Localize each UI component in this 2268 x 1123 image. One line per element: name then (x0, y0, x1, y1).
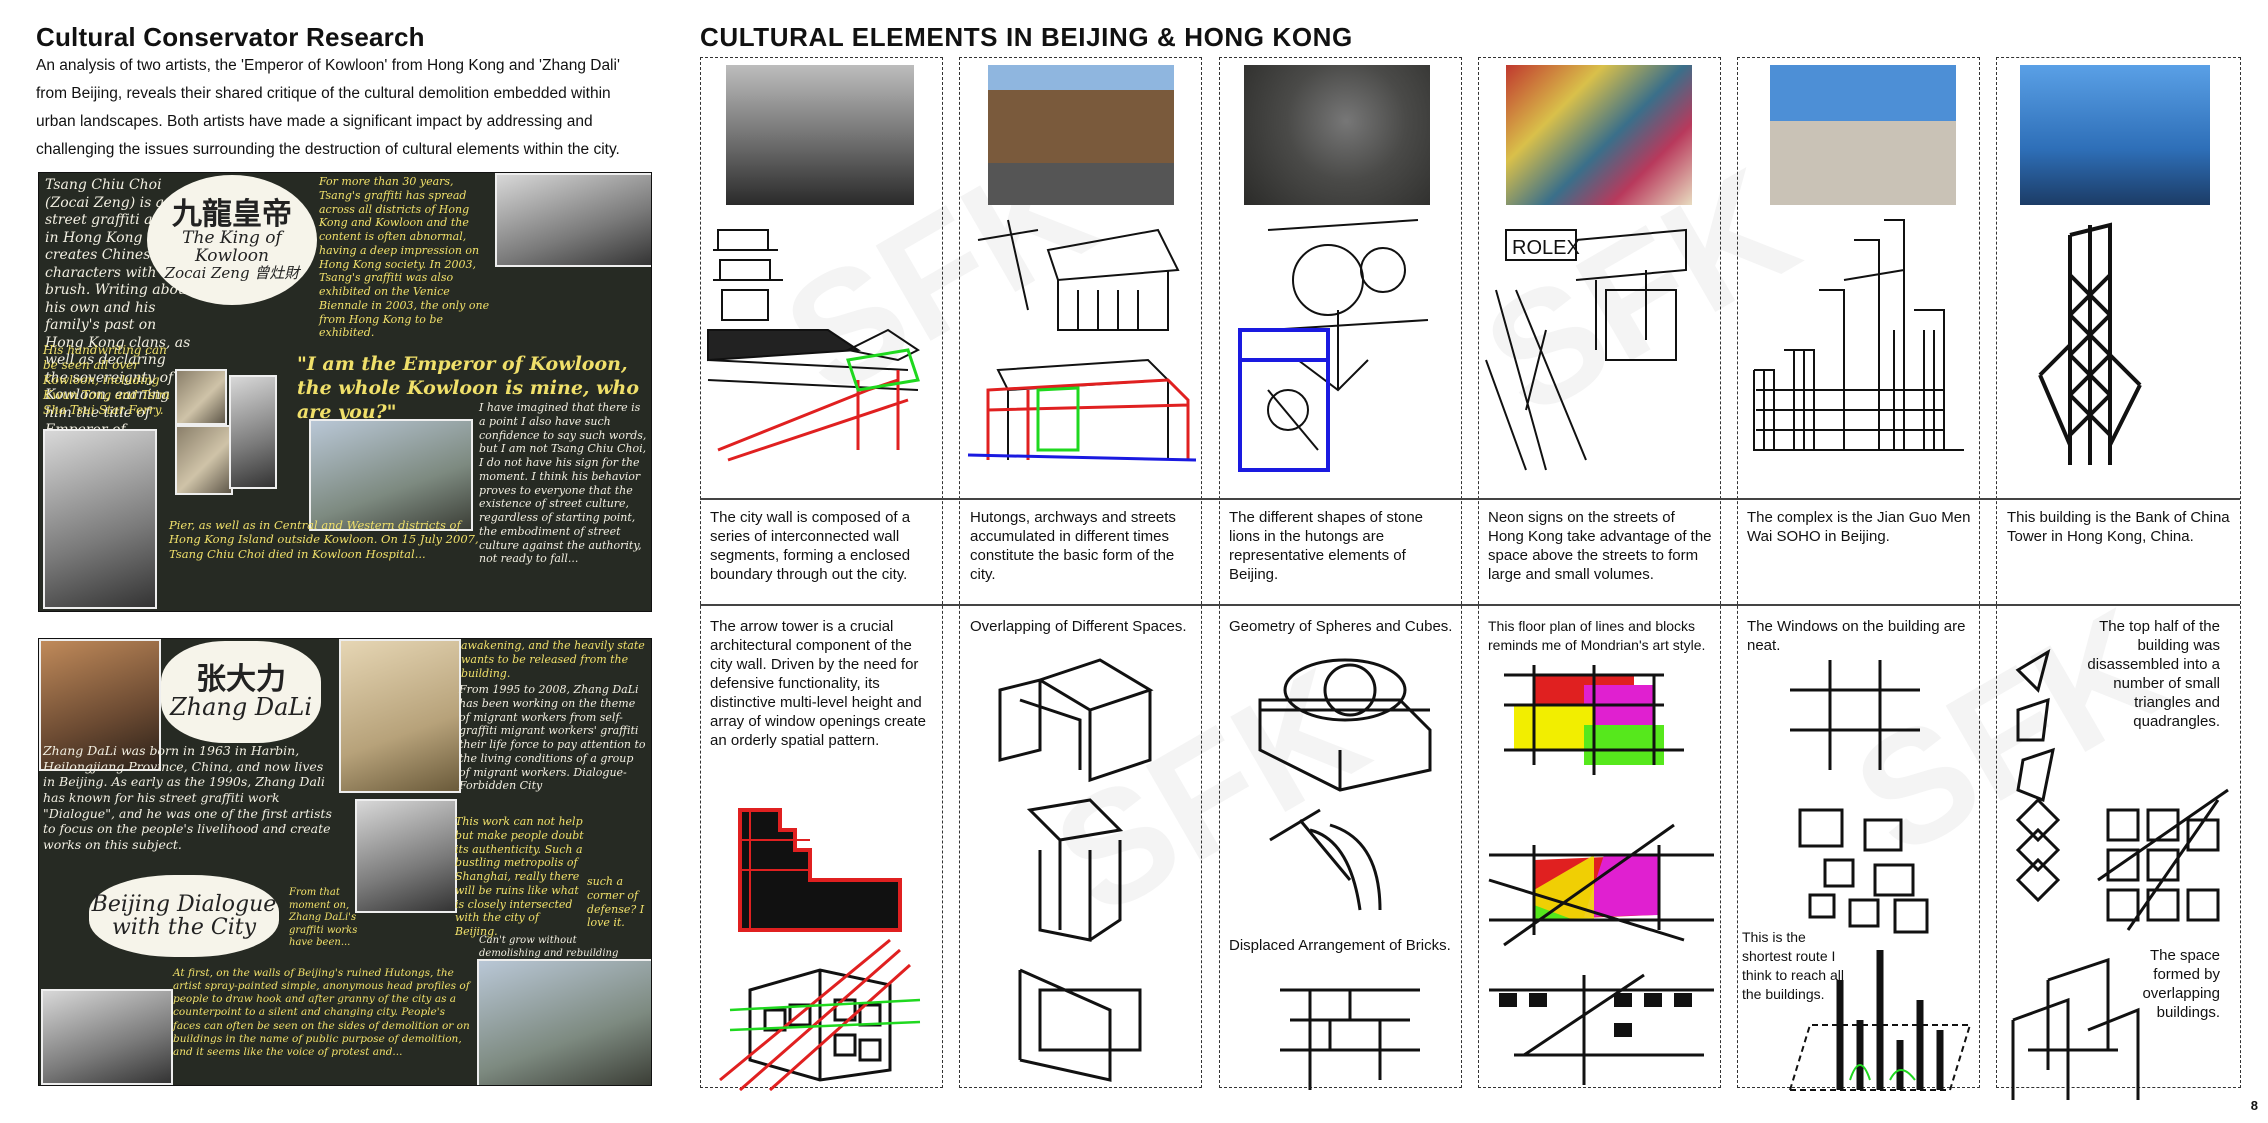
windows-diagram (1788, 660, 1972, 1091)
overlapping-space-note: The space formed by overlapping building… (2142, 947, 2220, 1021)
zhang-dali-from-1995: From 1995 to 2008, Zhang DaLi has been w… (459, 683, 646, 793)
beijing-dialogue-bubble: Beijing Dialogue with the City (89, 875, 279, 957)
neon-sign-photo (1506, 65, 1692, 205)
mondrian-note: This floor plan of lines and blocks remi… (1488, 618, 1706, 653)
spheres-cubes-diagram (1258, 658, 1432, 1090)
column-bank-of-china (1996, 57, 2241, 1088)
column-stone-lions (1219, 57, 1462, 1088)
head-profile-graffiti-photo (355, 799, 457, 913)
kowloon-handwriting-note: His handwriting can be seen all over Kow… (43, 343, 170, 417)
arrow-tower-note: The arrow tower is a crucial architectur… (710, 618, 926, 749)
kowloon-collage: Tsang Chiu Choi (Zocai Zeng) is a street… (38, 172, 652, 612)
kowloon-footer-note: Pier, as well as in Central and Western … (169, 518, 479, 561)
page-number: 8 (2250, 1098, 2258, 1113)
zhang-dali-name-bubble: 张大力 Zhang DaLi (161, 641, 321, 743)
city-wall-sketch (707, 229, 920, 462)
zhang-dali-awakening: awakening, and the heavily state wants t… (461, 639, 645, 680)
zhang-dali-collage: 张大力 Zhang DaLi awakening, and the heavil… (38, 638, 652, 1086)
stone-lion-photo (1244, 65, 1430, 205)
divider-top (700, 498, 2240, 500)
overlapping-spaces-note: Overlapping of Different Spaces. (970, 618, 1187, 635)
hutong-sketch (967, 219, 1197, 462)
zhang-dali-moment-note: From that moment on, Zhang DaLi's graffi… (289, 887, 358, 948)
zhang-dali-work-note: This work can not help but make people d… (455, 815, 584, 938)
bank-of-china-description: This building is the Bank of China Tower… (2007, 509, 2230, 545)
overlapping-spaces-diagram (998, 658, 1154, 1082)
windows-note: The Windows on the building are neat. (1747, 618, 1966, 654)
kowloon-name-bubble: 九龍皇帝 The King of Kowloon Zocai Zeng 曾灶財 (147, 175, 317, 305)
emperor-photo-2 (175, 425, 233, 495)
kowloon-quote: "I am the Emperor of Kowloon, the whole … (297, 353, 639, 423)
zhang-dali-corner-note: such a corner of defense? I love it. (587, 875, 645, 930)
zhang-dali-cant-grow: Can't grow without demolishing and rebui… (479, 935, 619, 959)
kowloon-name-line2: Zocai Zeng 曾灶財 (164, 263, 300, 282)
emperor-photo-1 (175, 369, 227, 425)
zhang-dali-chinese-name: 张大力 (196, 661, 286, 697)
section-title: CULTURAL ELEMENTS IN BEIJING & HONG KONG (700, 22, 1353, 52)
demolition-photo (477, 959, 651, 1085)
street-photo (309, 419, 473, 531)
rolex-sign-text: ROLEX (1512, 237, 1580, 259)
soho-sketch (1753, 219, 1964, 451)
soho-photo (1770, 65, 1956, 205)
bricks-note: Displaced Arrangement of Bricks. (1229, 937, 1451, 954)
mondrian-diagram (1488, 665, 1714, 1085)
bank-of-china-diagram (2011, 648, 2229, 1100)
neon-sign-description: Neon signs on the streets of Hong Kong t… (1488, 509, 1712, 583)
kowloon-reflection: I have imagined that there is a point I … (479, 401, 647, 566)
head-graffiti-photo (41, 989, 173, 1085)
divider-bottom (700, 604, 2240, 606)
zhang-dali-name: Zhang DaLi (169, 693, 313, 722)
city-wall-photo (726, 65, 914, 205)
arrow-tower-diagram (719, 808, 921, 1092)
intro-paragraph: An analysis of two artists, the 'Emperor… (36, 57, 620, 158)
column-city-wall (700, 57, 943, 1088)
calligraphy-photo (495, 173, 651, 267)
graffiti-pillar-photo (229, 375, 277, 489)
bank-of-china-photo (2020, 65, 2210, 205)
shortest-route-note: This is the shortest route I think to re… (1742, 929, 1844, 1002)
zhang-dali-portrait (39, 639, 161, 771)
kowloon-chinese-name: 九龍皇帝 (172, 196, 292, 232)
wall-hole-photo (339, 639, 461, 793)
hutong-photo (988, 65, 1174, 205)
city-wall-description: The city wall is composed of a series of… (710, 509, 911, 583)
neon-sign-sketch: ROLEX (1485, 228, 1687, 471)
bank-of-china-sketch (2038, 222, 2142, 465)
zhang-dali-footer-note: At first, on the walls of Beijing's ruin… (173, 967, 470, 1058)
page-title: Cultural Conservator Research (36, 22, 425, 52)
hutong-description: Hutongs, archways and streets accumulate… (970, 509, 1176, 583)
spheres-cubes-note: Geometry of Spheres and Cubes. (1229, 618, 1453, 635)
column-hutongs (959, 57, 1202, 1088)
kowloon-name-line1: The King of Kowloon (182, 228, 282, 266)
disassembled-note: The top half of the building was disasse… (2087, 618, 2220, 730)
soho-description: The complex is the Jian Guo Men Wai SOHO… (1747, 509, 1971, 545)
stone-lion-description: The different shapes of stone lions in t… (1229, 509, 1424, 583)
kowloon-yellow-note: For more than 30 years, Tsang's graffiti… (319, 175, 490, 340)
zhang-dali-bio: Zhang DaLi was born in 1963 in Harbin, H… (43, 743, 332, 852)
stone-lion-sketch (1238, 219, 1429, 472)
column-neon-signs (1478, 57, 1721, 1088)
graffiti-wall-photo (43, 429, 157, 609)
